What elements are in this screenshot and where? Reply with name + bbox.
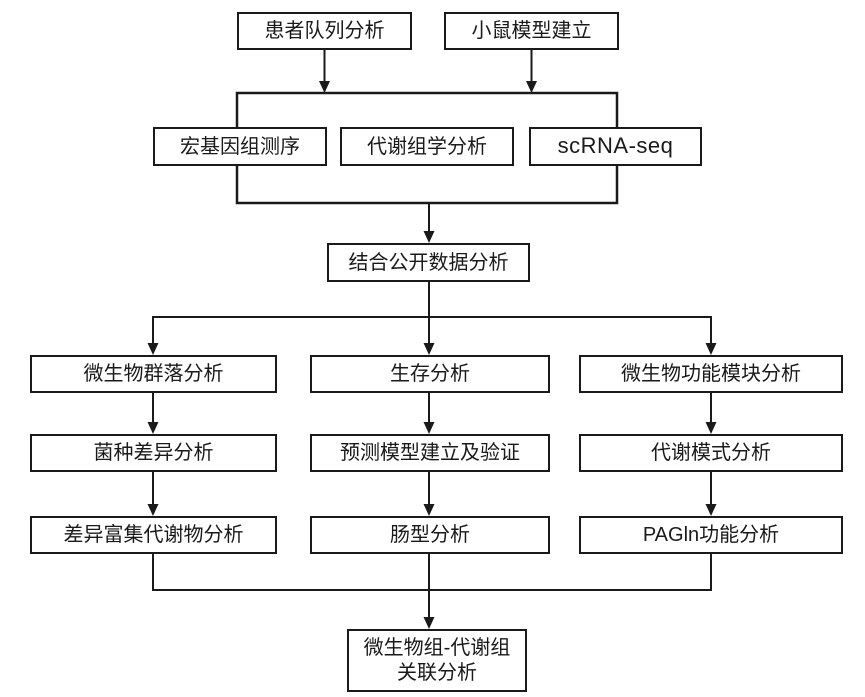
node-mouse-model: 小鼠模型建立 (444, 12, 619, 50)
arrowhead-frame-to-publicdata (423, 231, 435, 243)
node-enterotype: 肠型分析 (310, 516, 550, 554)
node-prediction-model: 预测模型建立及验证 (310, 434, 550, 472)
node-functional-modules: 微生物功能模块分析 (579, 355, 843, 393)
arrowhead-to-prediction (423, 422, 435, 434)
arrowhead-mouse-to-frame (526, 81, 537, 93)
node-survival: 生存分析 (310, 355, 550, 393)
node-pagln-function: PAGln功能分析 (579, 516, 843, 554)
node-microbial-community: 微生物群落分析 (30, 355, 277, 393)
node-species-diff: 菌种差异分析 (30, 434, 277, 472)
node-metabolomics: 代谢组学分析 (340, 127, 514, 166)
node-association-line2: 关联分析 (397, 661, 477, 684)
arrowhead-to-modules (705, 343, 717, 355)
node-diff-metabolites: 差异富集代谢物分析 (30, 516, 277, 554)
arrowhead-to-association (423, 617, 435, 629)
node-scrna-seq: scRNA-seq (529, 127, 702, 166)
node-public-data: 结合公开数据分析 (327, 243, 530, 282)
node-association: 微生物组-代谢组 关联分析 (347, 629, 527, 692)
node-metagenomics: 宏基因组测序 (153, 127, 327, 166)
node-association-line1: 微生物组-代谢组 (363, 636, 511, 659)
arrowhead-patient-to-frame (319, 81, 330, 93)
arrowhead-to-enterotype (423, 504, 435, 516)
node-metabolic-pattern: 代谢模式分析 (579, 434, 843, 472)
arrowhead-to-metabolites (147, 504, 159, 516)
arrowhead-to-pagln (705, 504, 717, 516)
arrowhead-to-community (147, 343, 159, 355)
node-patient-cohort: 患者队列分析 (237, 12, 412, 50)
arrowhead-to-speciesdiff (147, 422, 159, 434)
arrowhead-to-survival (423, 343, 435, 355)
arrowhead-to-pattern (705, 422, 717, 434)
